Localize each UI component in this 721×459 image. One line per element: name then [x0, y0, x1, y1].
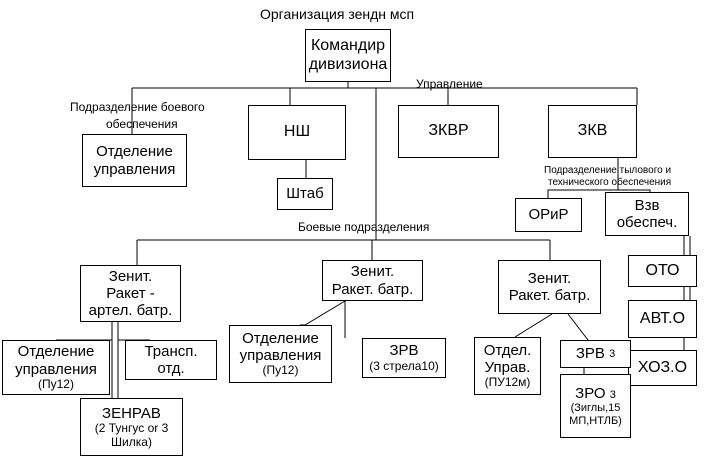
node-text: отд.	[157, 360, 185, 377]
node-komandir-diviziona: Командир дивизиона	[305, 29, 391, 82]
node-text: ЗРВ	[575, 345, 605, 363]
node-text: (Пу12)	[38, 376, 74, 391]
node-text: (3 стрела10)	[369, 358, 439, 373]
node-text: Зенит.	[350, 263, 395, 281]
node-text: (Зиглы,15	[570, 401, 621, 414]
node-oto: ОТО	[628, 255, 697, 287]
node-text: ОРиР	[528, 206, 569, 224]
label-upravlenie: Управление	[416, 77, 483, 91]
node-heading: ЗРО 3	[575, 385, 616, 402]
node-text: Отделение	[96, 143, 173, 161]
node-subscript: 3	[609, 347, 616, 360]
node-orir: ОРиР	[515, 198, 582, 232]
node-text: Взв	[634, 196, 660, 214]
node-otdelenie-upravleniya-top: Отделение управления	[82, 134, 187, 187]
node-otdelenie-upravleniya-1: Отделение управления (Пу12)	[2, 340, 110, 395]
node-text: Штаб	[286, 185, 324, 203]
node-nsh: НШ	[248, 105, 346, 160]
node-text: Трансп.	[144, 342, 198, 360]
node-hozo: ХОЗ.О	[628, 350, 697, 386]
node-text: НШ	[283, 123, 311, 141]
node-text: ХОЗ.О	[637, 358, 688, 376]
node-text: ОТО	[645, 261, 680, 279]
node-zkvr: ЗКВР	[398, 105, 499, 158]
node-zenit-raket-batr-2: Зенит. Ракет. батр.	[322, 260, 423, 301]
node-text: АВТ.О	[639, 309, 686, 327]
node-text: Отделение	[17, 343, 95, 361]
node-text: ЗЕНРАВ	[102, 404, 161, 422]
node-text: артел. батр.	[88, 302, 173, 320]
node-text: обеспеч.	[616, 214, 678, 231]
label-tylovoe-2: технического обеспечения	[548, 177, 672, 188]
node-vzv-obespech: Взв обеспеч.	[605, 192, 689, 236]
node-text: Ракет. батр.	[331, 280, 414, 298]
node-zenit-raket-artel-batr: Зенит. Ракет - артел. батр.	[80, 265, 181, 322]
node-zrv-3: ЗРВ 3	[560, 340, 631, 368]
node-zrv-2: ЗРВ (3 стрела10)	[362, 338, 446, 378]
node-text: ЗКВ	[577, 122, 608, 140]
node-zkv: ЗКВ	[548, 105, 637, 158]
node-text: Зенит.	[527, 269, 572, 287]
label-boevoe-obespechenie-2: обеспечения	[106, 117, 178, 131]
node-shtab: Штаб	[277, 178, 333, 210]
node-zro-3: ЗРО 3 (Зиглы,15 МП,НТЛБ)	[560, 374, 631, 438]
node-text: Ракет. батр.	[508, 287, 591, 304]
node-text: (Пу12)	[262, 363, 299, 378]
node-text: Шилка)	[111, 434, 152, 449]
label-boevye-podrazdeleniya: Боевые подразделения	[298, 220, 430, 234]
node-otdel-uprav-3: Отдел. Управ. (ПУ12м)	[474, 337, 541, 395]
node-text: (ПУ12м)	[484, 375, 531, 390]
node-zenrav: ЗЕНРАВ (2 Тунгус or 3 Шилка)	[80, 398, 183, 456]
node-text: управления	[239, 347, 322, 365]
node-text: ЗКВР	[428, 122, 469, 140]
label-boevoe-obespechenie-1: Подразделение боевого	[70, 100, 205, 114]
node-text: (2 Тунгус or 3	[94, 420, 169, 435]
node-text: Зенит.	[108, 267, 153, 285]
node-text: МП,НТЛБ)	[569, 414, 622, 427]
node-text: дивизиона	[308, 55, 388, 73]
node-otdelenie-upravleniya-2: Отделение управления (Пу12)	[229, 325, 332, 383]
node-text: управления	[93, 160, 176, 178]
node-zenit-raket-batr-3: Зенит. Ракет. батр.	[498, 260, 601, 314]
node-text: Ракет -	[106, 284, 155, 302]
node-text: управления	[15, 360, 97, 378]
node-transp-otd: Трансп. отд.	[125, 340, 217, 380]
label-tylovoe-1: Подразделение тылового и	[544, 165, 672, 176]
diagram-title: Организация зендн мсп	[260, 6, 415, 22]
node-text: Управ.	[484, 359, 531, 377]
node-text: Отдел.	[483, 341, 532, 359]
node-text: ЗРВ	[389, 342, 419, 360]
node-text: Отделение	[242, 329, 319, 347]
node-subscript: 3	[609, 388, 616, 401]
node-avto: АВТ.О	[628, 300, 697, 338]
node-text: ЗРО	[575, 384, 606, 402]
node-text: Командир	[310, 37, 386, 55]
